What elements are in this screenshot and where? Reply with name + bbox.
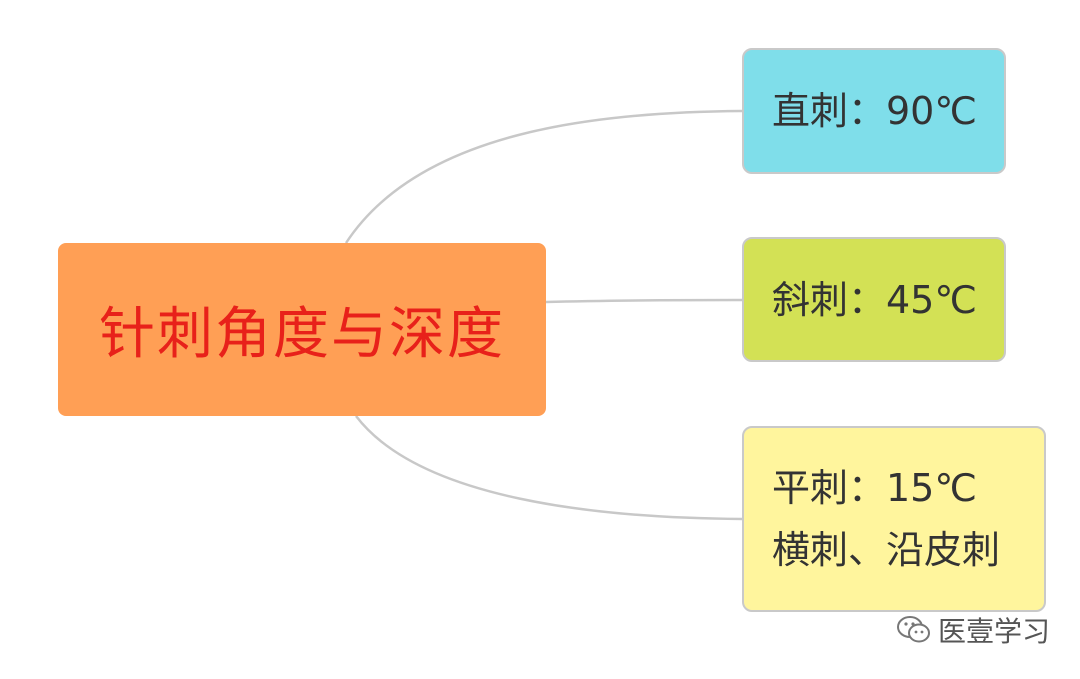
root-label: 针刺角度与深度 — [99, 302, 505, 367]
branch-label: 直刺：90℃ — [772, 89, 978, 133]
branch-label-secondary: 横刺、沿皮刺 — [772, 528, 1001, 572]
branch-label: 平刺：15℃ — [772, 466, 978, 510]
branch-label: 斜刺：45℃ — [772, 277, 978, 322]
branch-node-horizontal: 平刺：15℃ 横刺、沿皮刺 — [742, 426, 1046, 612]
branch-node-perpendicular: 直刺：90℃ — [742, 48, 1006, 174]
wechat-icon — [896, 614, 932, 646]
connector-branch-2 — [545, 298, 743, 304]
branch-node-oblique: 斜刺：45℃ — [742, 237, 1006, 362]
connector-branch-3 — [355, 415, 743, 521]
connector-branch-1 — [344, 109, 743, 244]
watermark: 医壹学习 — [896, 610, 1050, 650]
watermark-text: 医壹学习 — [938, 615, 1051, 648]
root-node: 针刺角度与深度 — [58, 243, 546, 416]
